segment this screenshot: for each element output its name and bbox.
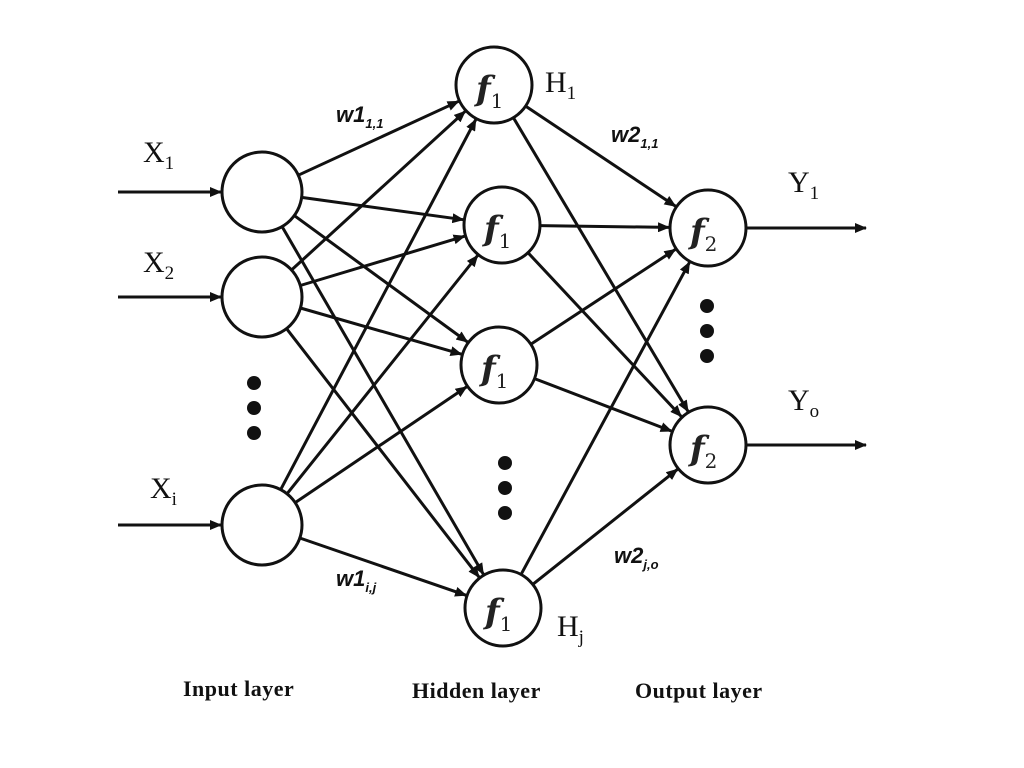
output-function-labels: f2 f2: [688, 212, 717, 473]
input-label-1: X1: [143, 136, 174, 174]
hidden-dot-2: [498, 481, 512, 495]
hidden-node-2: [462, 185, 542, 265]
edge-hidden-1-output-2: [512, 116, 690, 413]
edge-input-2-hidden-2: [299, 234, 466, 287]
nodes: [220, 45, 748, 648]
edge-hidden-4-output-2: [531, 468, 679, 586]
output-layer-label: Output layer: [635, 678, 763, 703]
edge-hidden-4-output-1: [519, 261, 691, 576]
output-dot-3: [700, 349, 714, 363]
edge-hidden-1-output-1: [524, 104, 677, 208]
edge-hidden-3-output-2: [533, 377, 673, 433]
edge-hidden-2-output-1: [539, 222, 670, 233]
weight-w1-last: w1i,j: [336, 566, 377, 595]
hidden-name-1: H1: [545, 66, 576, 104]
input-label-i: Xi: [150, 472, 177, 510]
hidden-name-labels: H1 Hj: [545, 66, 584, 648]
hidden-node-1: [454, 45, 534, 125]
hidden-fn-2: f1: [482, 209, 511, 253]
input-dot-1: [247, 376, 261, 390]
weight-w2-last: w2j,o: [614, 543, 659, 572]
hidden-ellipsis: [498, 456, 512, 520]
hidden-function-labels: f1 f1 f1 f1: [474, 69, 512, 636]
input-dot-2: [247, 401, 261, 415]
weight-w2-first: w21,1: [611, 122, 658, 151]
hidden-dot-3: [498, 506, 512, 520]
edge-input-1-hidden-3: [293, 214, 469, 344]
edge-hidden-2-output-2: [526, 251, 683, 418]
edge-input-3-hidden-2: [285, 254, 479, 495]
edge-input-2-hidden-4: [285, 327, 481, 579]
hidden-fn-j: f1: [483, 592, 512, 636]
output-name-labels: Y1 Yo: [788, 166, 819, 422]
hidden-layer-label: Hidden layer: [412, 678, 541, 703]
input-ellipsis: [247, 376, 261, 440]
output-name-1: Y1: [788, 166, 819, 204]
edge-input-3-hidden-1: [279, 118, 478, 491]
output-fn-1: f2: [688, 212, 717, 256]
input-node-2: [220, 255, 304, 339]
input-dot-3: [247, 426, 261, 440]
edge-input-2-hidden-1: [290, 110, 467, 272]
edge-input-1-hidden-1: [297, 99, 460, 177]
edge-input-3-hidden-3: [294, 385, 468, 504]
hidden-fn-3: f1: [479, 349, 508, 393]
hidden-name-j: Hj: [557, 610, 584, 648]
output-node-1: [668, 188, 748, 268]
input-node-1: [220, 150, 304, 234]
weight-labels: w11,1 w1i,j w21,1 w2j,o: [336, 102, 659, 595]
edge-input-3-hidden-4: [299, 536, 468, 597]
hidden-fn-1: f1: [474, 69, 503, 113]
input-label-2: X2: [143, 246, 174, 284]
output-ellipsis: [700, 299, 714, 363]
edge-input-1-hidden-4: [280, 225, 485, 576]
connections: [118, 99, 867, 597]
input-layer-label: Input layer: [183, 676, 294, 701]
hidden-dot-1: [498, 456, 512, 470]
hidden-node-3: [459, 325, 539, 405]
output-dot-1: [700, 299, 714, 313]
edge-input-2-hidden-3: [299, 306, 463, 356]
output-name-o: Yo: [788, 384, 819, 422]
input-labels: X1 X2 Xi: [143, 136, 177, 510]
layer-labels: Input layer Hidden layer Output layer: [183, 676, 763, 703]
hidden-node-j: [463, 568, 543, 648]
edge-input-1-hidden-2: [301, 195, 465, 224]
edge-hidden-3-output-1: [529, 248, 677, 346]
input-node-i: [220, 483, 304, 567]
weight-w1-first: w11,1: [336, 102, 383, 131]
output-dot-2: [700, 324, 714, 338]
output-node-o: [668, 405, 748, 485]
output-fn-o: f2: [688, 429, 717, 473]
